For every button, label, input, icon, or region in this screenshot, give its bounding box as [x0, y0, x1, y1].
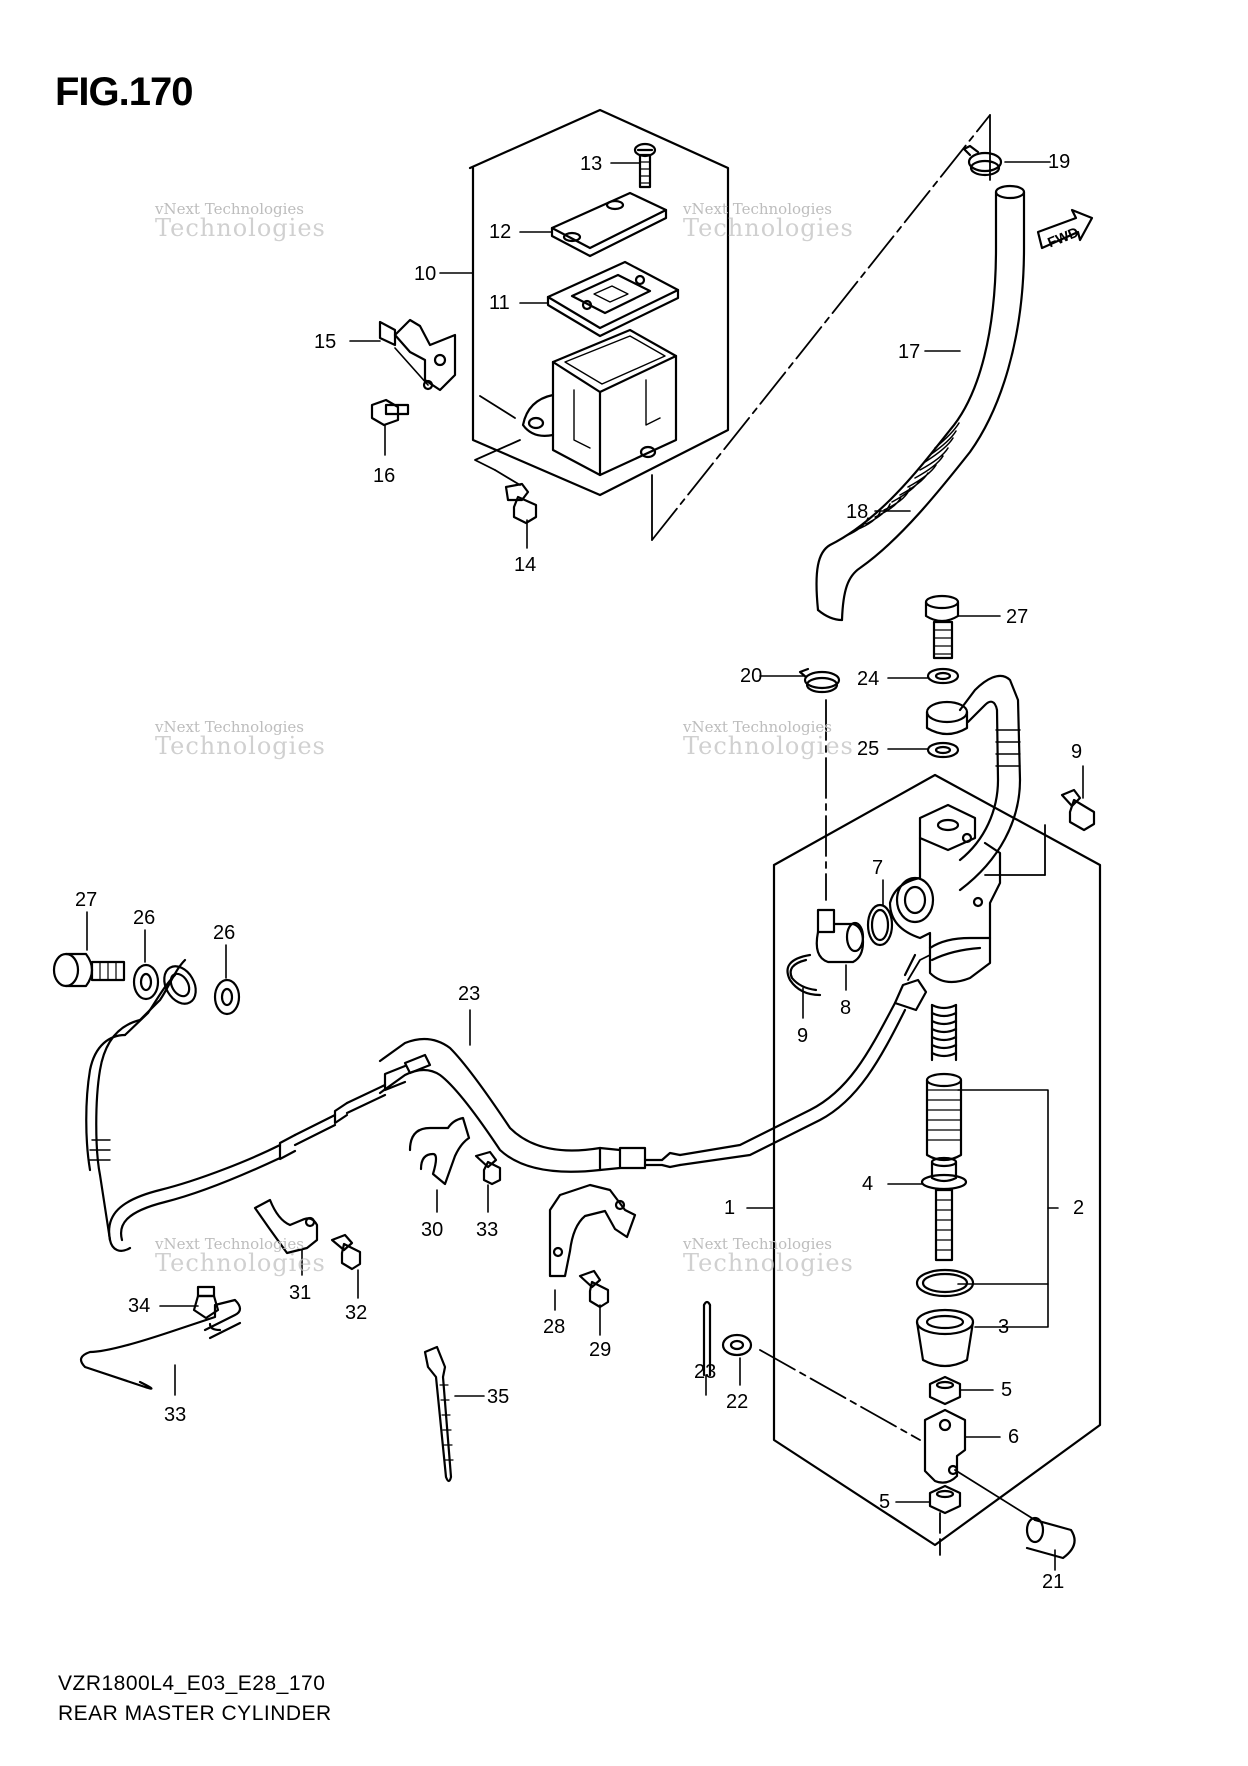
- callout-22: 21: [1042, 1571, 1065, 1593]
- callout-19: 18: [846, 501, 869, 523]
- pin-washer-part: [721, 1333, 753, 1357]
- callout-29: 29: [589, 1339, 612, 1361]
- callout-9: 9: [797, 1025, 809, 1047]
- cap-screw-part: [633, 142, 657, 189]
- leader-lines: [86, 161, 1084, 1571]
- callout-17: 16: [373, 465, 396, 487]
- callout-12: 11: [489, 292, 510, 314]
- callout-13: 12: [489, 221, 512, 243]
- cylinder-bolt-part: [1060, 788, 1096, 832]
- callout-3: 3: [998, 1316, 1010, 1338]
- model-code: VZR1800L4_E03_E28_170: [58, 1672, 326, 1695]
- callout-16: 15: [314, 331, 337, 353]
- return-spring-part: [930, 1003, 958, 1062]
- callout-26-c: 26: [133, 907, 156, 929]
- callout-35: 35: [487, 1386, 510, 1408]
- callout-11: 10: [414, 263, 437, 285]
- callout-24: 23: [694, 1361, 717, 1383]
- diaphragm-plate-part: [546, 260, 680, 338]
- washer-part: [926, 741, 960, 759]
- washer-part: [926, 667, 960, 685]
- bolt-33-part: [474, 1150, 502, 1186]
- clevis-pin-part: [1025, 1516, 1076, 1560]
- callout-1: 1: [724, 1197, 736, 1219]
- reservoir-bracket-part: [378, 318, 457, 392]
- callout-27-left: 27: [75, 889, 98, 911]
- callout-21: 20: [740, 665, 763, 687]
- callout-32: 32: [345, 1302, 368, 1324]
- bolt-29-part: [578, 1269, 610, 1309]
- reservoir-hose-part: [815, 184, 1026, 622]
- callout-28: 28: [543, 1316, 566, 1338]
- hose-clamp-top-part: [962, 144, 1003, 177]
- callout-33-upper: 33: [476, 1219, 499, 1241]
- washer-part: [132, 963, 160, 1001]
- circlip-part: [786, 953, 822, 997]
- callout-8: 8: [840, 997, 852, 1019]
- callout-33-lower: 33: [164, 1404, 187, 1426]
- washer-part: [213, 978, 241, 1016]
- callout-25: 23: [458, 983, 481, 1005]
- lock-nut-lower-part: [928, 1484, 962, 1515]
- callout-18: 17: [898, 341, 921, 363]
- callout-23: 22: [726, 1391, 749, 1413]
- master-cylinder-group-outline: [772, 773, 1102, 1547]
- bolt-34-part: [192, 1285, 220, 1320]
- figure-caption: REAR MASTER CYLINDER: [58, 1702, 332, 1725]
- callout-20: 19: [1048, 151, 1071, 173]
- hose-clamp-30-part: [408, 1116, 471, 1186]
- banjo-bolt-left-part: [52, 952, 126, 988]
- bracket-28-part: [548, 1183, 637, 1278]
- callout-7: 7: [872, 857, 884, 879]
- callout-5-upper: 5: [1001, 1379, 1013, 1401]
- callout-2: 2: [1073, 1197, 1085, 1219]
- hose-connector-part: [815, 908, 865, 964]
- callout-30: 30: [421, 1219, 444, 1241]
- master-cylinder-body-part: [888, 803, 1002, 984]
- bracket-bolt-part: [370, 398, 410, 427]
- reservoir-bolt-part: [504, 482, 538, 525]
- fwd-arrow-icon: [1036, 208, 1094, 250]
- cotter-pin-part: [702, 1300, 712, 1377]
- brake-hose-upper-part: [925, 674, 1022, 892]
- reservoir-group-outline: [468, 108, 730, 497]
- callout-5-lower: 5: [879, 1491, 891, 1513]
- callout-26-d: 26: [213, 922, 236, 944]
- callout-27-upper: 27: [1006, 606, 1029, 628]
- callout-34: 34: [128, 1295, 151, 1317]
- callout-10: 9: [1071, 741, 1083, 763]
- reservoir-body-part: [521, 328, 678, 477]
- callout-6: 6: [1008, 1426, 1020, 1448]
- callout-14: 13: [580, 153, 603, 175]
- hose-clamp-bottom-part: [798, 667, 841, 694]
- brake-hose-main-part: [85, 953, 928, 1252]
- clevis-part: [923, 1408, 967, 1484]
- bolt-32-part: [330, 1233, 362, 1271]
- callout-4: 4: [862, 1173, 874, 1195]
- callout-31: 31: [289, 1282, 312, 1304]
- pushrod-part: [920, 1156, 968, 1262]
- callout-26-a: 24: [857, 668, 880, 690]
- o-ring-part: [866, 903, 894, 947]
- piston-part: [925, 1072, 963, 1162]
- reservoir-cap-part: [550, 191, 668, 258]
- dust-boot-part: [915, 1308, 975, 1368]
- banjo-bolt-upper-part: [924, 594, 960, 660]
- snap-ring-part: [915, 1268, 975, 1298]
- lock-nut-part: [928, 1375, 962, 1406]
- figure-title: FIG.170: [55, 70, 194, 114]
- cable-tie-part: [423, 1345, 454, 1483]
- callout-15: 14: [514, 554, 537, 576]
- guide-wire-33-part: [79, 1298, 242, 1390]
- callout-26-b: 25: [857, 738, 880, 760]
- bracket-31-part: [253, 1198, 319, 1255]
